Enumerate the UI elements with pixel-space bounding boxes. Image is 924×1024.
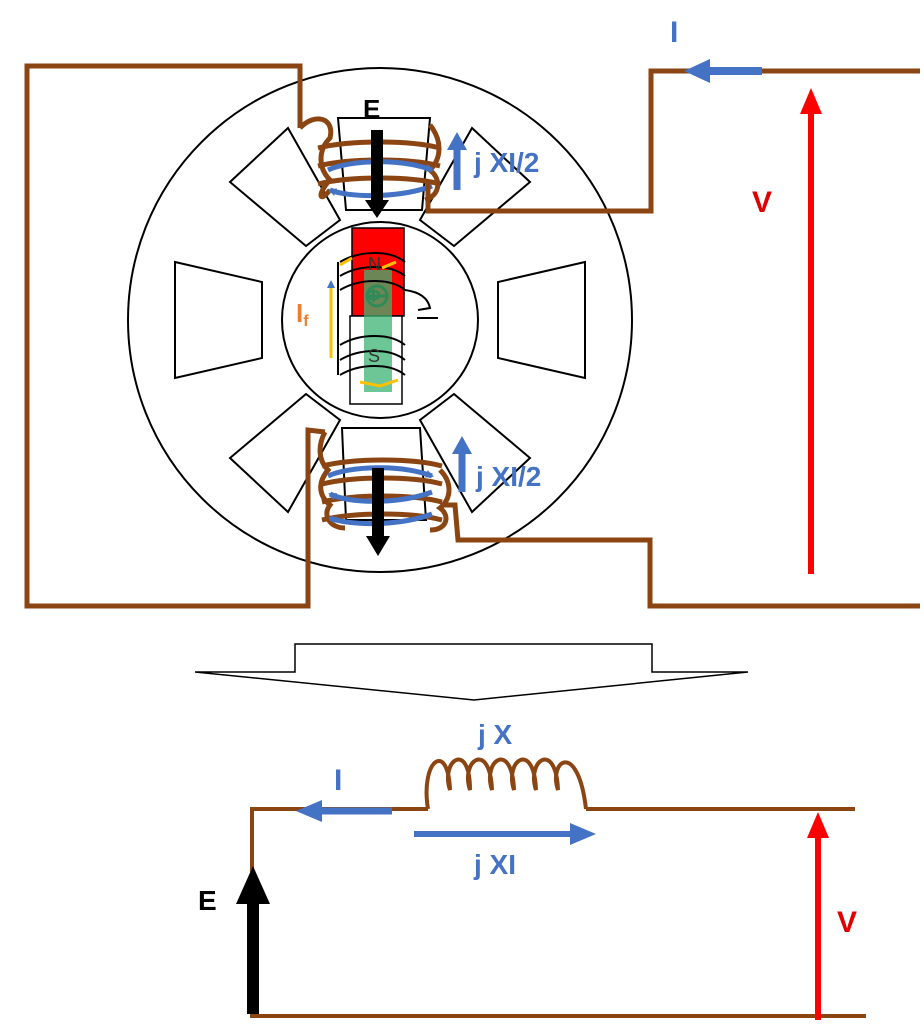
top-voltage-arrow [800, 88, 822, 574]
field-lead [337, 262, 432, 375]
bottom-reactance-drop-arrow [414, 823, 596, 845]
slot-left [174, 260, 263, 380]
bottom-reactance-label: j X [477, 719, 513, 750]
slot-lower-left [228, 392, 342, 514]
field-winding-upper [339, 252, 406, 291]
pole-south-label: S [368, 346, 380, 366]
top-emf-label: E [363, 94, 380, 124]
slot-lower-right [418, 392, 532, 514]
bottom-current-label: I [334, 764, 342, 797]
bottom-emf-label: E [198, 885, 217, 916]
bottom-reactance-drop-label: j XI [473, 849, 516, 880]
reactance-drop-arrow-lower [452, 436, 472, 492]
field-current-label: If [296, 298, 309, 330]
top-current-arrow [684, 59, 762, 83]
bottom-emf-arrow [236, 866, 270, 1014]
field-current-main: I [296, 298, 303, 328]
emf-arrow-top [365, 130, 389, 218]
stator [127, 67, 633, 573]
slot-upper-right [418, 126, 532, 248]
emf-arrow-bottom [366, 468, 390, 556]
pole-north-label: N [368, 254, 381, 274]
reactance-drop-arrow-upper [447, 132, 467, 190]
wire-left-loop [24, 63, 326, 609]
reactance-drop-label-lower: j XI/2 [475, 461, 541, 492]
bottom-voltage-label: V [837, 906, 857, 939]
field-winding-lower [339, 335, 406, 376]
reactance-drop-label-upper: j XI/2 [473, 147, 539, 178]
transition-arrow [194, 643, 749, 701]
field-current-subscript: f [303, 313, 309, 330]
bottom-voltage-arrow [807, 812, 829, 1020]
wire-bottom-right [442, 502, 920, 609]
top-voltage-label: V [752, 186, 772, 219]
slot-upper-left [228, 126, 342, 248]
equivalent-circuit-wires [250, 807, 866, 1018]
inductor-coil [424, 757, 588, 810]
flux-symbol-label: Φ [366, 286, 381, 306]
slot-right [497, 260, 586, 380]
bottom-current-arrow [296, 800, 392, 822]
rotor: N S [327, 227, 438, 405]
top-current-label: I [670, 16, 678, 49]
